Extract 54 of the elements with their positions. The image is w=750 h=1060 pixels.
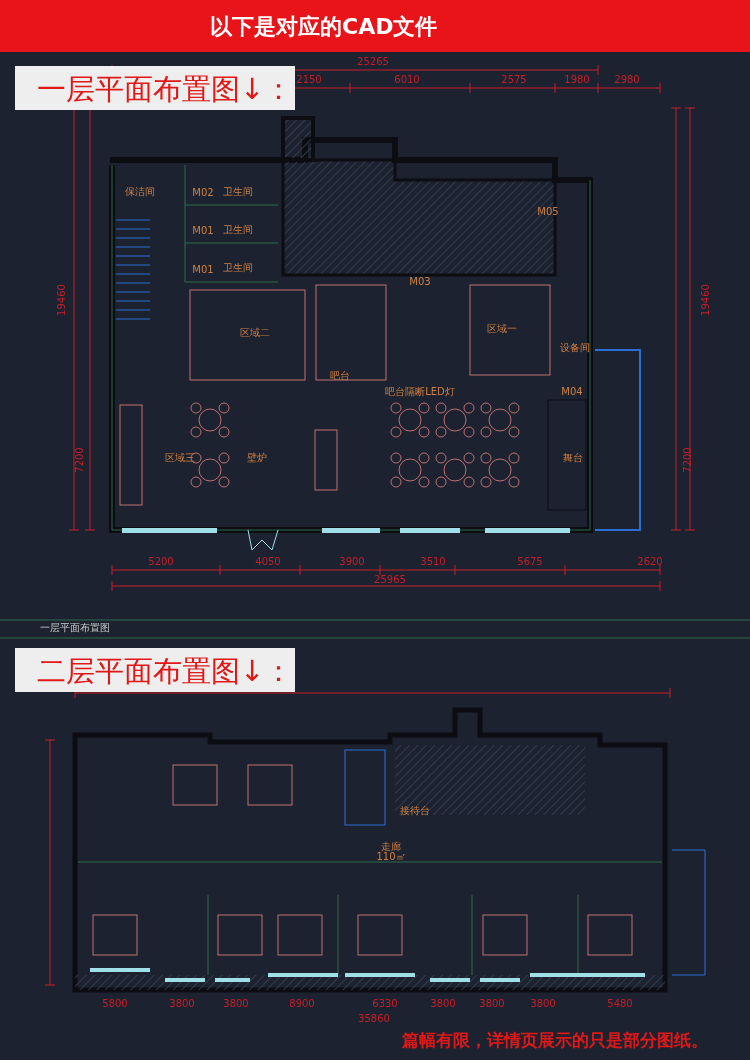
dimension-label: 25965: [374, 575, 406, 585]
heading-text: 一层平面布置图↓：: [37, 71, 294, 108]
room-label: 吧台: [330, 371, 350, 381]
room-label: 110㎡: [376, 852, 406, 862]
dimension-label: 5480: [607, 999, 633, 1009]
room-label: 卫生间: [223, 187, 253, 197]
dimension-label: 3800: [169, 999, 195, 1009]
room-label: 壁炉: [247, 453, 267, 463]
room-label: 吧台隔断LED灯: [385, 387, 455, 397]
door-tag: M01: [192, 265, 214, 275]
title-block-text: 一层平面布置图: [40, 623, 110, 633]
door-tag: M04: [561, 387, 583, 397]
room-label: 舞台: [563, 453, 583, 463]
dimension-label: 2980: [614, 75, 640, 85]
note-text: 篇幅有限，详情页展示的只是部分图纸。: [402, 1031, 708, 1049]
dimension-label: 1980: [564, 75, 590, 85]
dimension-label: 19460: [701, 284, 711, 316]
dimension-label: 7200: [683, 447, 693, 473]
dimension-label: 8900: [289, 999, 315, 1009]
dimension-label: 5675: [517, 557, 543, 567]
dimension-label: 2620: [637, 557, 663, 567]
dimension-label: 19460: [57, 284, 67, 316]
title-text: 以下是对应的CAD文件: [210, 13, 438, 41]
room-label: 区域三: [165, 453, 195, 463]
room-label: 卫生间: [223, 263, 253, 273]
room-label: 区域二: [240, 328, 270, 338]
room-label: 区域一: [487, 324, 517, 334]
dimension-label: 3900: [339, 557, 365, 567]
dimension-label: 3800: [430, 999, 456, 1009]
heading-band: [15, 66, 295, 110]
dimension-label: 5200: [148, 557, 174, 567]
room-label: 保洁间: [125, 187, 155, 197]
door-tag: M03: [409, 277, 431, 287]
dimension-label: 3800: [479, 999, 505, 1009]
dimension-label: 3800: [223, 999, 249, 1009]
heading-text: 二层平面布置图↓：: [37, 653, 294, 690]
dimension-label: 7200: [75, 447, 85, 473]
door-tag: M02: [192, 188, 214, 198]
room-label: 设备间: [560, 343, 590, 353]
room-label: 走廊: [381, 842, 401, 852]
dimension-label: 3800: [530, 999, 556, 1009]
room-label: 接待台: [400, 806, 430, 816]
dimension-label: 6330: [372, 999, 398, 1009]
dimension-label: 4050: [255, 557, 281, 567]
dimension-label: 25265: [357, 57, 389, 67]
dimension-label: 2575: [501, 75, 527, 85]
room-label: 卫生间: [223, 225, 253, 235]
dimension-label: 5800: [102, 999, 128, 1009]
heading-band: [15, 648, 295, 692]
dimension-label: 6010: [394, 75, 420, 85]
dimension-label: 35860: [358, 1014, 390, 1024]
door-tag: M05: [537, 207, 559, 217]
door-tag: M01: [192, 226, 214, 236]
dimension-label: 3510: [420, 557, 446, 567]
